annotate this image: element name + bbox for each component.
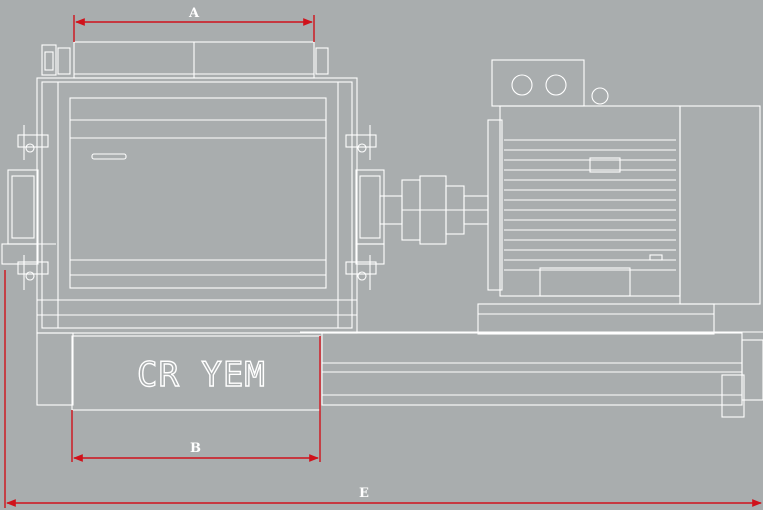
dimension-label-a: A — [188, 6, 200, 21]
brand-logo: CR YEM — [137, 355, 266, 395]
dimension-label-b: B — [190, 441, 201, 456]
dimension-label-e: E — [359, 486, 369, 501]
dimension-lines — [4, 15, 762, 508]
motor-cooling-fins — [504, 139, 676, 271]
electric-motor — [477, 59, 761, 335]
crusher-housing — [1, 41, 385, 334]
coupling — [379, 175, 489, 245]
